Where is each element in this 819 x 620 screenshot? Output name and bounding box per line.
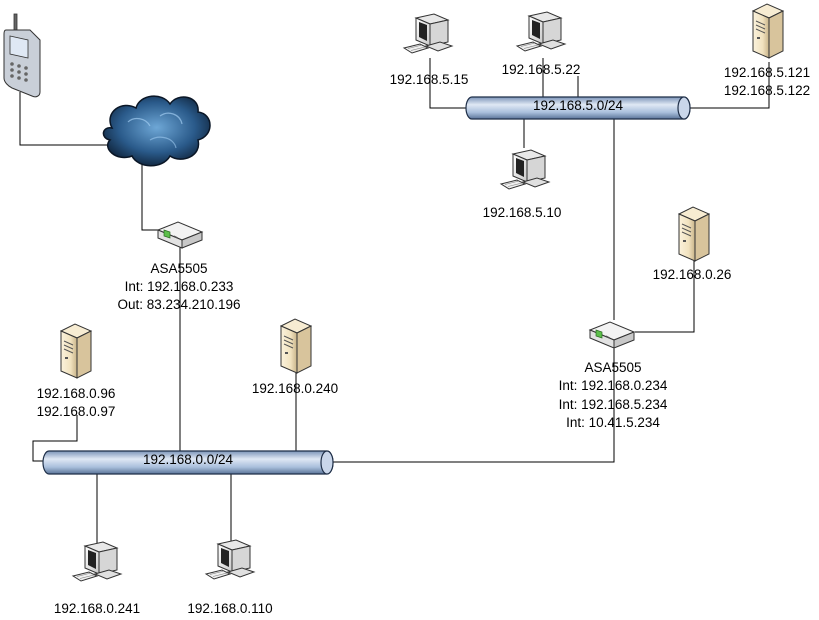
firewall-icon bbox=[157, 221, 203, 249]
ip-label: 192.168.5.10 bbox=[482, 205, 562, 220]
connection-lines bbox=[19, 58, 770, 545]
lan-0-label: 192.168.0.0/24 bbox=[142, 452, 234, 467]
ip-label: 192.168.0.96 bbox=[36, 386, 116, 401]
ip-label: 192.168.0.241 bbox=[53, 601, 141, 616]
firewall-int-label: Int: 10.41.5.234 bbox=[566, 415, 660, 430]
ip-label: 192.168.5.121 bbox=[723, 65, 811, 80]
server-icon bbox=[678, 206, 710, 262]
link-phone-cloud bbox=[19, 92, 108, 146]
server-icon bbox=[752, 3, 784, 59]
firewall-name-label: ASA5505 bbox=[584, 360, 642, 375]
workstation-icon bbox=[205, 539, 255, 580]
firewall-int-label: Int: 192.168.0.233 bbox=[124, 279, 234, 294]
workstation-icon bbox=[403, 13, 453, 54]
link-firewall-server26 bbox=[635, 260, 695, 333]
firewall-int-label: Int: 192.168.5.234 bbox=[558, 397, 668, 412]
link-cloud-firewall bbox=[141, 160, 160, 231]
firewall-name-label: ASA5505 bbox=[150, 261, 208, 276]
mobile-phone-icon bbox=[3, 13, 41, 98]
ip-label: 192.168.5.22 bbox=[501, 62, 581, 77]
ip-label: 192.168.0.240 bbox=[251, 381, 339, 396]
firewall-int-label: Int: 192.168.0.234 bbox=[558, 378, 668, 393]
workstation-icon bbox=[72, 541, 122, 582]
ip-label: 192.168.0.97 bbox=[36, 404, 116, 419]
link-lan0-firewall bbox=[330, 344, 615, 463]
lan-0-pipe bbox=[42, 450, 334, 475]
link-pc515-lan5 bbox=[429, 58, 470, 109]
server-icon bbox=[280, 318, 312, 374]
workstation-icon bbox=[516, 11, 566, 52]
ip-label: 192.168.0.26 bbox=[652, 267, 732, 282]
link-server121-lan5 bbox=[690, 62, 770, 109]
ip-label: 192.168.0.110 bbox=[187, 601, 273, 616]
link-server96-lan0 bbox=[32, 415, 78, 462]
lan-5-label: 192.168.5.0/24 bbox=[532, 98, 624, 113]
workstation-icon bbox=[500, 149, 550, 190]
server-icon bbox=[60, 323, 92, 379]
lan-5-pipe bbox=[465, 96, 691, 120]
ip-label: 192.168.5.122 bbox=[723, 83, 811, 98]
firewall-out-label: Out: 83.234.210.196 bbox=[117, 297, 241, 312]
firewall-icon bbox=[589, 321, 635, 349]
ip-label: 192.168.5.15 bbox=[389, 72, 469, 87]
cloud-icon bbox=[102, 95, 211, 167]
